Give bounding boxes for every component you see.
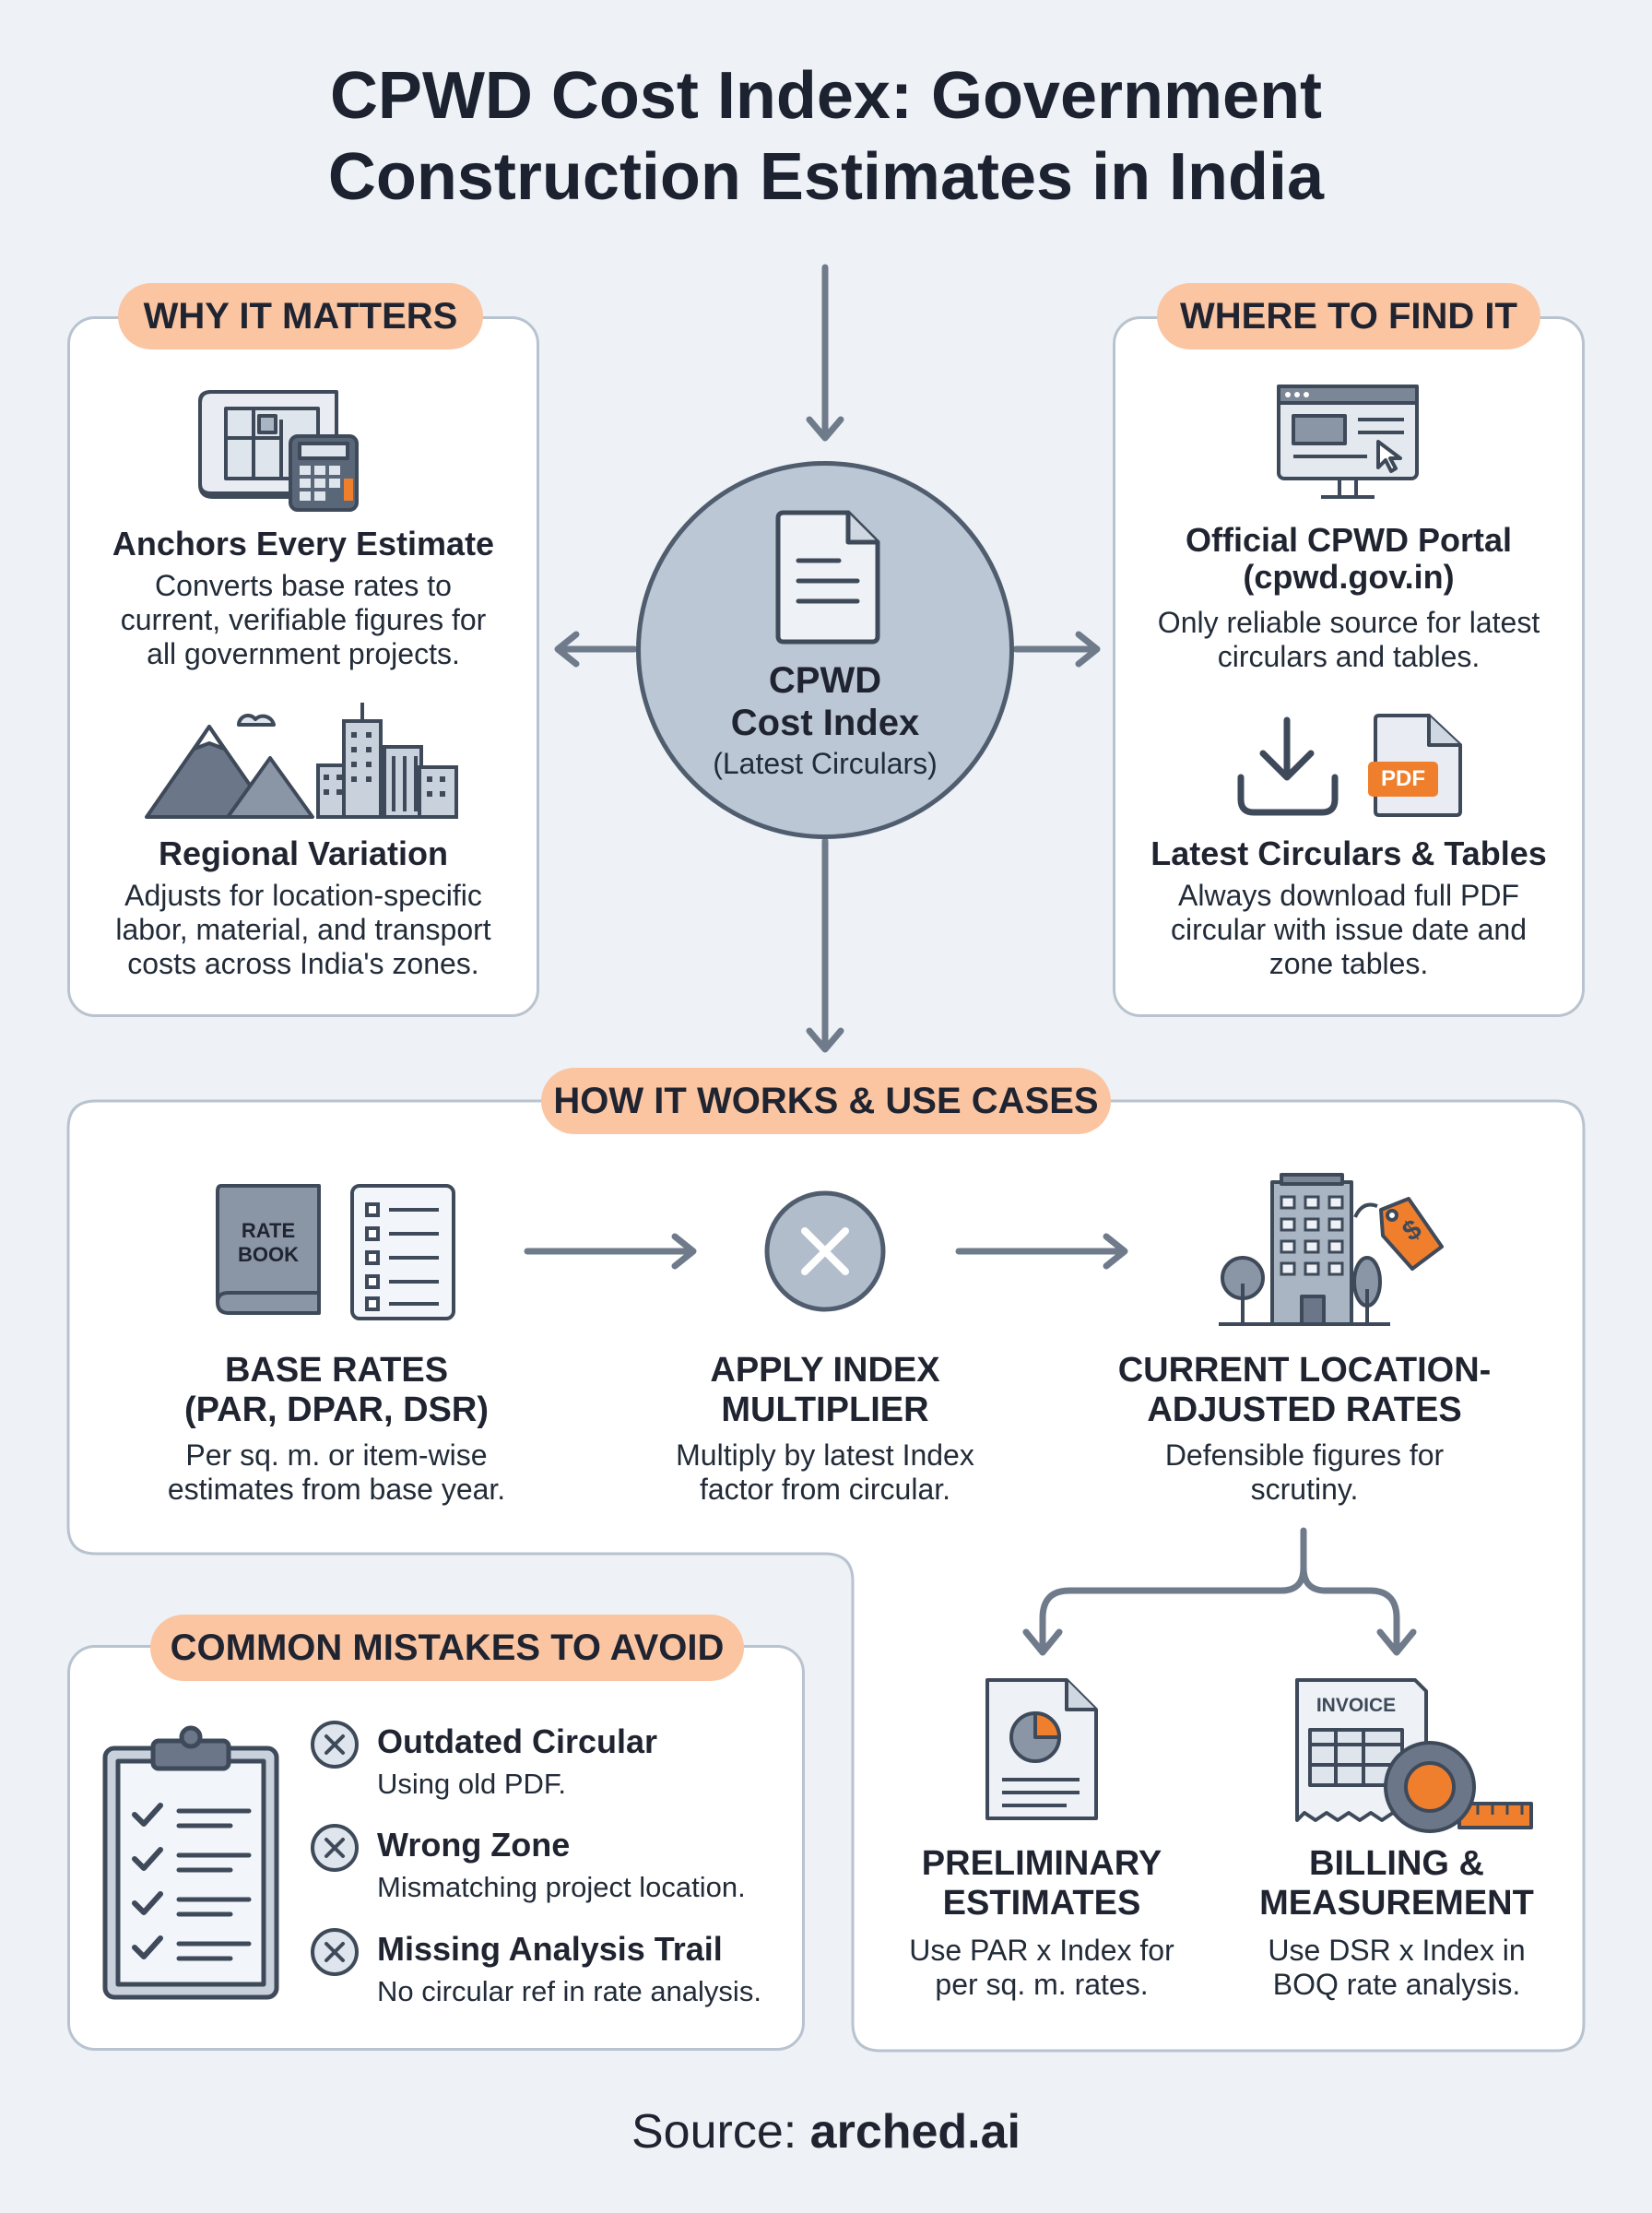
checklist-clipboard-icon: [102, 1725, 279, 2000]
where-item-2-line-1: Always download full PDF: [1178, 879, 1519, 912]
rate-book-label-2: BOOK: [238, 1243, 299, 1266]
why-item-2-heading: Regional Variation: [158, 834, 449, 872]
center-title-line-2: Cost Index: [730, 703, 920, 743]
download-icon: [1237, 716, 1339, 816]
step-3-heading-line-1: CURRENT LOCATION-: [1117, 1351, 1492, 1390]
where-to-find-it-pill: WHERE TO FIND IT: [1157, 283, 1540, 349]
flow-arrow-2: [955, 1233, 1128, 1270]
rate-book-label-1: RATE: [241, 1219, 296, 1242]
step-2-line-2: factor from circular.: [699, 1473, 951, 1506]
mistake-3-desc: No circular ref in rate analysis.: [377, 1975, 761, 2007]
step-3-line-1: Defensible figures for: [1164, 1438, 1445, 1472]
blueprint-calculator-icon: [198, 390, 359, 512]
common-mistakes-pill: COMMON MISTAKES TO AVOID: [150, 1615, 744, 1681]
use-2-heading-line-2: MEASUREMENT: [1259, 1884, 1534, 1923]
where-item-2-line-3: zone tables.: [1268, 947, 1429, 980]
use-1-line-1: Use PAR x Index for: [909, 1934, 1174, 1967]
use-2-line-2: BOQ rate analysis.: [1272, 1968, 1521, 2001]
use-1-line-2: per sq. m. rates.: [935, 1968, 1149, 2001]
why-item-2-line-2: labor, material, and transport: [115, 913, 491, 946]
source-brand: arched.ai: [809, 2105, 1021, 2159]
where-item-1-heading-line-1: Official CPWD Portal: [1185, 521, 1513, 559]
center-title-line-1: CPWD: [768, 660, 882, 701]
mistake-1-desc: Using old PDF.: [377, 1768, 567, 1800]
invoice-tape-icon: INVOICE: [1293, 1676, 1535, 1833]
monitor-portal-icon: [1277, 385, 1419, 499]
mistake-1-heading: Outdated Circular: [377, 1722, 658, 1760]
rate-book-icon: RATE BOOK: [212, 1182, 461, 1322]
step-2-heading-line-1: APPLY INDEX: [710, 1351, 940, 1390]
step-1-line-1: Per sq. m. or item-wise: [185, 1438, 488, 1472]
mistake-x-icon-3: [311, 1928, 359, 1976]
title-line-1: CPWD Cost Index: Government: [329, 59, 1323, 133]
why-item-1-line-2: current, verifiable figures for: [120, 603, 487, 636]
step-3-heading-line-2: ADJUSTED RATES: [1147, 1391, 1462, 1429]
step-1-heading-line-1: BASE RATES: [224, 1351, 449, 1390]
building-price-tag-icon: $: [1215, 1173, 1446, 1330]
mountain-city-icon: [145, 703, 458, 819]
center-subtitle: (Latest Circulars): [713, 747, 938, 780]
where-item-1-heading-line-2: (cpwd.gov.in): [1243, 558, 1455, 596]
source-footer: Source: arched.ai: [0, 2104, 1652, 2160]
where-item-1-line-2: circulars and tables.: [1217, 640, 1481, 673]
pdf-label: PDF: [1381, 766, 1425, 791]
flow-arrow-1: [524, 1233, 697, 1270]
where-item-1-line-1: Only reliable source for latest: [1157, 606, 1540, 639]
how-it-works-pill: HOW IT WORKS & USE CASES: [541, 1068, 1111, 1134]
step-3-line-2: scrutiny.: [1250, 1473, 1359, 1506]
use-1-heading-line-1: PRELIMINARY: [921, 1844, 1162, 1883]
step-1-line-2: estimates from base year.: [167, 1473, 506, 1506]
mistake-x-icon-1: [311, 1721, 359, 1769]
invoice-label: INVOICE: [1316, 1695, 1397, 1716]
mistake-2-desc: Mismatching project location.: [377, 1871, 746, 1903]
why-item-2-line-1: Adjusts for location-specific: [124, 879, 482, 912]
where-item-2-line-2: circular with issue date and: [1171, 913, 1527, 946]
why-item-2-line-3: costs across India's zones.: [127, 947, 479, 980]
use-2-heading-line-1: BILLING &: [1309, 1844, 1484, 1883]
source-prefix: Source:: [631, 2105, 810, 2159]
document-icon: [775, 510, 880, 645]
page-title: CPWD Cost Index: Government Construction…: [0, 55, 1652, 218]
mistake-3-heading: Missing Analysis Trail: [377, 1930, 723, 1968]
where-item-2-heading: Latest Circulars & Tables: [1150, 834, 1547, 872]
multiply-icon: [764, 1190, 886, 1312]
why-item-1-line-1: Converts base rates to: [155, 569, 452, 602]
why-it-matters-pill: WHY IT MATTERS: [118, 283, 483, 349]
mistake-2-heading: Wrong Zone: [377, 1826, 571, 1864]
mistake-x-icon-2: [311, 1824, 359, 1872]
step-1-heading-line-2: (PAR, DPAR, DSR): [183, 1391, 490, 1429]
title-line-2: Construction Estimates in India: [327, 140, 1325, 214]
step-2-line-1: Multiply by latest Index: [676, 1438, 974, 1472]
why-item-1-line-3: all government projects.: [147, 637, 460, 670]
use-1-heading-line-2: ESTIMATES: [942, 1884, 1141, 1923]
use-2-line-1: Use DSR x Index in: [1268, 1934, 1526, 1967]
pdf-file-icon: PDF: [1364, 712, 1466, 818]
why-item-1-heading: Anchors Every Estimate: [112, 525, 495, 562]
step-2-heading-line-2: MULTIPLIER: [721, 1391, 929, 1429]
center-cost-index-circle: CPWD Cost Index (Latest Circulars): [636, 461, 1014, 839]
pie-report-icon: [985, 1678, 1098, 1820]
